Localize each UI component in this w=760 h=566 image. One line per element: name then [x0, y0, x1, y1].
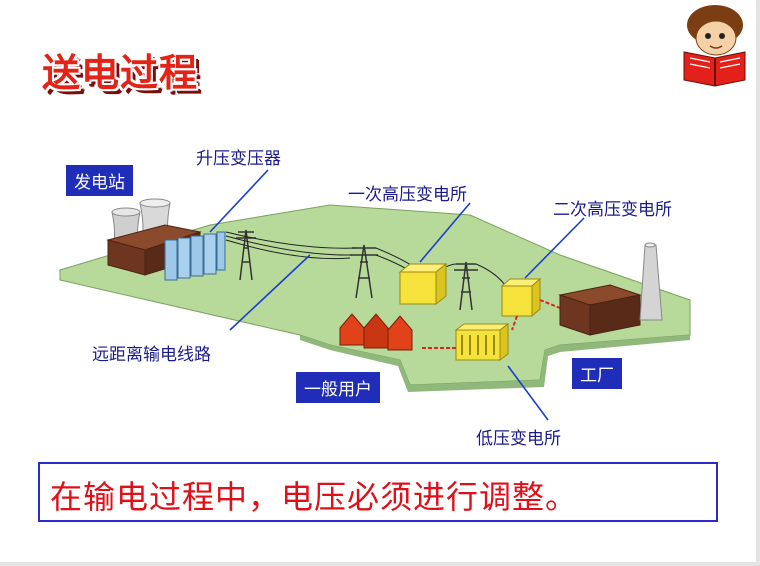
- secondary-hv-substation-label: 二次高压变电所: [553, 200, 672, 220]
- distribution-lines: [420, 299, 566, 349]
- step-up-transformer: [164, 231, 226, 281]
- ordinary-users-label: 一般用户: [296, 372, 380, 403]
- transmission-tower-3: [454, 261, 478, 311]
- power-station-label: 发电站: [66, 165, 133, 196]
- transmission-tower-1: [236, 229, 256, 281]
- factory: [558, 242, 663, 336]
- conclusion-box: 在输电过程中，电压必须进行调整。: [38, 462, 718, 522]
- secondary-hv-substation: [500, 277, 542, 318]
- callout-lines: [209, 169, 585, 421]
- primary-hv-substation: [398, 262, 448, 306]
- factory-label: 工厂: [572, 358, 622, 389]
- low-voltage-substation: [454, 323, 510, 361]
- transmission-tower-2: [350, 244, 378, 299]
- long-distance-line-label: 远距离输电线路: [92, 345, 211, 365]
- primary-hv-substation-label: 一次高压变电所: [348, 185, 467, 205]
- conclusion-text: 在输电过程中，电压必须进行调整。: [50, 478, 579, 516]
- reading-boy-icon: [683, 5, 746, 87]
- low-voltage-substation-label: 低压变电所: [476, 429, 561, 449]
- user-houses: [339, 313, 413, 351]
- slide-title: 送电过程: [42, 51, 199, 95]
- step-up-transformer-label: 升压变压器: [196, 149, 281, 169]
